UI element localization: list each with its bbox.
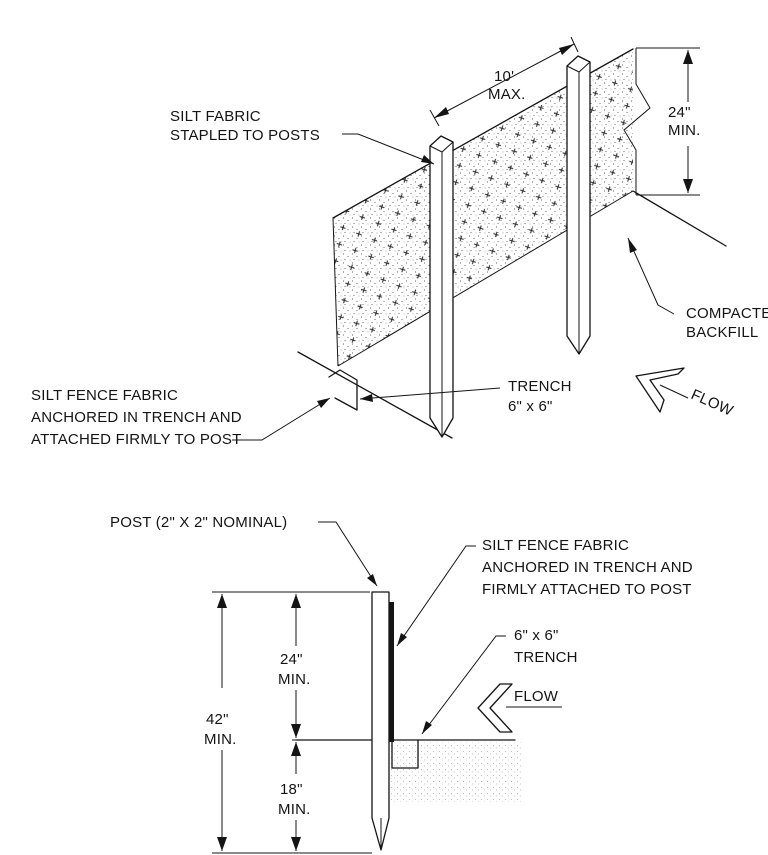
trench-shape <box>328 369 358 411</box>
compacted-backfill-label: COMPACTE BACKFILL <box>627 237 768 341</box>
left-post <box>429 135 454 438</box>
ground-line <box>297 351 453 439</box>
svg-text:BACKFILL: BACKFILL <box>686 324 758 341</box>
below-ground-value: 18" <box>280 781 303 798</box>
svg-text:ANCHORED IN TRENCH AND: ANCHORED IN TRENCH AND <box>31 409 242 426</box>
svg-text:FIRMLY ATTACHED TO POST: FIRMLY ATTACHED TO POST <box>482 581 692 598</box>
height-qualifier: MIN. <box>668 122 700 139</box>
above-ground-value: 24" <box>280 651 303 668</box>
svg-text:POST (2" X 2" NOMINAL): POST (2" X 2" NOMINAL) <box>110 514 287 531</box>
section-post <box>371 591 390 851</box>
section-fabric <box>389 602 419 769</box>
post-label: POST (2" X 2" NOMINAL) <box>110 514 378 587</box>
section-fabric-label: SILT FENCE FABRIC ANCHORED IN TRENCH AND… <box>396 537 693 647</box>
svg-text:6" x 6": 6" x 6" <box>508 398 553 415</box>
svg-text:ANCHORED IN TRENCH AND: ANCHORED IN TRENCH AND <box>482 559 693 576</box>
above-ground-qualifier: MIN. <box>278 671 310 688</box>
flow-label-section: FLOW <box>514 688 559 705</box>
below-ground-qualifier: MIN. <box>278 801 310 818</box>
flow-label-isometric: FLOW <box>688 386 736 420</box>
anchored-fabric-label: SILT FENCE FABRIC ANCHORED IN TRENCH AND… <box>31 387 331 448</box>
total-depth-value: 42" <box>206 711 229 728</box>
svg-text:STAPLED TO POSTS: STAPLED TO POSTS <box>170 127 320 144</box>
svg-text:COMPACTE: COMPACTE <box>686 305 768 322</box>
svg-text:TRENCH: TRENCH <box>514 649 578 666</box>
backfill-edge <box>632 190 727 247</box>
svg-text:SILT FENCE FABRIC: SILT FENCE FABRIC <box>482 537 629 554</box>
section-trench-label: 6" x 6" TRENCH <box>421 627 578 735</box>
section-view: POST (2" X 2" NOMINAL) SILT FENCE FABRIC… <box>110 514 693 854</box>
svg-text:6" x 6": 6" x 6" <box>514 627 559 644</box>
flow-arrow-section: FLOW <box>477 683 562 733</box>
svg-text:ATTACHED FIRMLY TO POST: ATTACHED FIRMLY TO POST <box>31 431 241 448</box>
spacing-qualifier: MAX. <box>488 86 525 103</box>
silt-fabric-label: SILT FABRIC STAPLED TO POSTS <box>170 108 435 165</box>
silt-fabric-panel <box>332 48 634 367</box>
flow-arrow-isometric: FLOW <box>635 367 736 420</box>
height-dimension: 24" MIN. <box>623 47 700 196</box>
svg-text:SILT FENCE FABRIC: SILT FENCE FABRIC <box>31 387 178 404</box>
soil-texture <box>372 742 522 802</box>
svg-text:TRENCH: TRENCH <box>508 378 572 395</box>
section-dimensions: 42" MIN. 24" MIN. 18" MIN. <box>204 591 372 854</box>
trench-label: TRENCH 6" x 6" <box>359 378 572 415</box>
isometric-view: 10' MAX. 24" MIN. SILT FABRIC STAPLED TO… <box>31 36 768 448</box>
spacing-value: 10' <box>494 68 514 85</box>
total-depth-qualifier: MIN. <box>204 731 236 748</box>
svg-text:SILT FABRIC: SILT FABRIC <box>170 108 261 125</box>
height-value: 24" <box>668 104 691 121</box>
right-post <box>566 55 591 355</box>
spacing-dimension: 10' MAX. <box>429 36 579 127</box>
